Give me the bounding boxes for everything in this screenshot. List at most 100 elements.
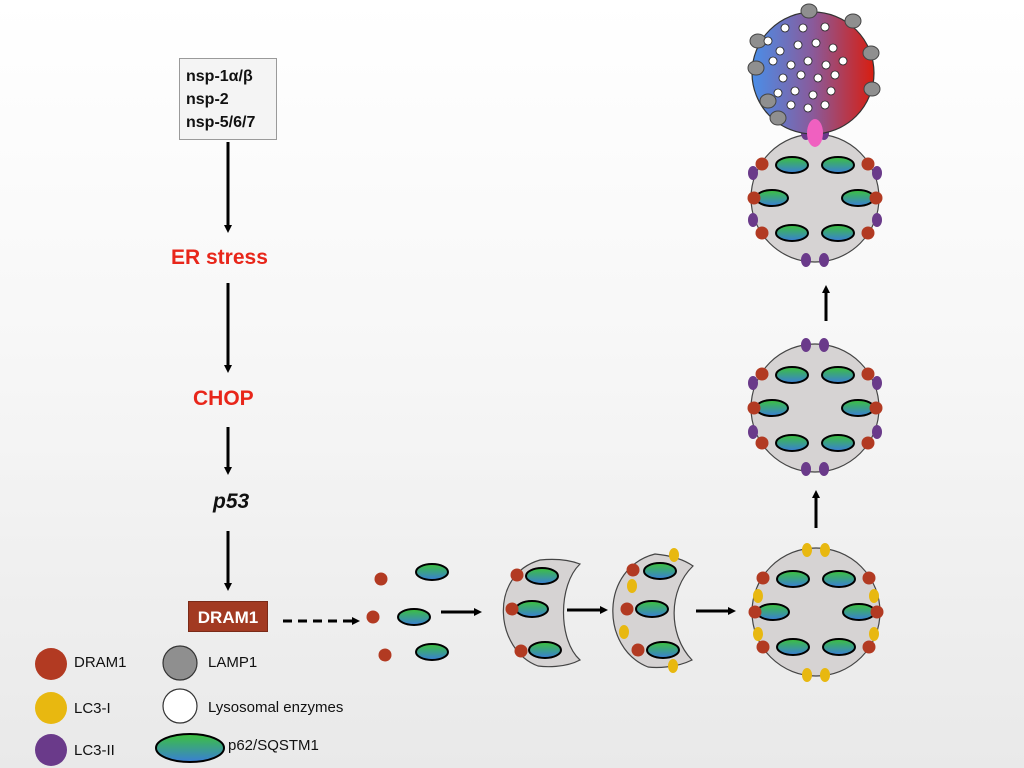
p62-cargo — [755, 399, 789, 417]
p62-cargo — [842, 603, 876, 621]
lc3-i-dot — [802, 543, 812, 557]
p62-cargo — [515, 600, 549, 618]
dram1-dot — [870, 605, 884, 619]
legend-lc3-2-swatch — [35, 734, 67, 766]
dram1-dot — [631, 643, 645, 657]
dram1-dot — [861, 367, 875, 381]
p62-cargo — [756, 603, 790, 621]
lysosomal-enzyme — [830, 70, 840, 80]
dram1-dot — [756, 571, 770, 585]
p62-cargo — [776, 570, 810, 588]
legend-dram1-swatch — [35, 648, 67, 680]
p62-cargo — [775, 156, 809, 174]
lc3-ii-dot — [748, 425, 758, 439]
lc3-i-dot — [753, 627, 763, 641]
lc3-ii-dot — [872, 213, 882, 227]
lysosomal-enzyme — [811, 38, 821, 48]
lc3-ii-dot — [801, 253, 811, 267]
dram1-dot — [862, 640, 876, 654]
p62-cargo — [397, 608, 431, 626]
lysosomal-enzyme — [813, 73, 823, 83]
lc3-ii-dot — [872, 166, 882, 180]
lysosomal-enzyme — [803, 103, 813, 113]
lysosomal-enzyme — [826, 86, 836, 96]
lc3-i-dot — [619, 625, 629, 639]
lysosomal-enzyme — [773, 88, 783, 98]
p62-cargo — [822, 638, 856, 656]
dram1-box: DRAM1 — [188, 601, 268, 632]
dram1-dot — [755, 157, 769, 171]
p62-cargo — [775, 366, 809, 384]
lc3-i-dot — [753, 589, 763, 603]
p62-cargo — [775, 434, 809, 452]
p62-cargo — [646, 641, 680, 659]
lysosomal-enzyme — [768, 56, 778, 66]
legend-p62-label: p62/SQSTM1 — [228, 737, 319, 754]
lamp1-protein — [749, 33, 767, 49]
lc3-i-dot — [820, 543, 830, 557]
lc3-i-dot — [820, 668, 830, 682]
lysosomal-enzyme — [778, 73, 788, 83]
nsp-1-label: nsp-1α/β — [186, 68, 253, 85]
lc3-ii-dot — [801, 338, 811, 352]
p62-cargo — [841, 189, 875, 207]
lc3-ii-dot — [748, 376, 758, 390]
lamp1-protein — [759, 93, 777, 109]
lysosomal-enzyme — [798, 23, 808, 33]
legend-lc3-2-label: LC3-II — [74, 742, 115, 759]
dram1-dot — [366, 610, 380, 624]
p62-cargo — [776, 638, 810, 656]
dram1-dot — [861, 157, 875, 171]
lysosomal-enzyme — [796, 70, 806, 80]
dram1-dot — [861, 436, 875, 450]
dram1-dot — [862, 571, 876, 585]
lysosomal-enzyme — [821, 60, 831, 70]
lysosomal-enzyme — [838, 56, 848, 66]
dram1-dot — [755, 367, 769, 381]
lysosomal-enzyme — [786, 100, 796, 110]
p62-cargo — [841, 399, 875, 417]
lc3-ii-dot — [819, 462, 829, 476]
p62-cargo — [821, 224, 855, 242]
lysosomal-enzyme — [820, 22, 830, 32]
lysosomal-enzyme — [786, 60, 796, 70]
dram1-dot — [505, 602, 519, 616]
legend-lc3-1-swatch — [35, 692, 67, 724]
lamp1-protein — [844, 13, 862, 29]
lysosomal-enzyme — [780, 23, 790, 33]
p62-cargo — [821, 366, 855, 384]
lc3-i-dot — [869, 627, 879, 641]
lc3-ii-dot — [819, 338, 829, 352]
lysosomal-enzyme — [803, 56, 813, 66]
dram1-dot — [510, 568, 524, 582]
lysosomal-enzyme — [828, 43, 838, 53]
lc3-ii-dot — [819, 253, 829, 267]
dram1-dot — [747, 401, 761, 415]
dram1-dot — [626, 563, 640, 577]
lc3-i-dot — [669, 548, 679, 562]
fusion-site — [807, 119, 823, 147]
dram1-dot — [374, 572, 388, 586]
lc3-ii-dot — [748, 166, 758, 180]
lc3-i-dot — [668, 659, 678, 673]
nsp-5-6-7-label: nsp-5/6/7 — [186, 114, 256, 131]
lysosomal-enzyme — [808, 90, 818, 100]
legend-enzyme-swatch — [162, 688, 198, 724]
lc3-i-dot — [802, 668, 812, 682]
chop-label: CHOP — [193, 387, 254, 410]
p62-cargo — [415, 563, 449, 581]
dram1-dot — [620, 602, 634, 616]
p62-cargo — [643, 562, 677, 580]
lamp1-protein — [747, 60, 765, 76]
lysosomal-enzyme — [775, 46, 785, 56]
dram1-dot — [869, 191, 883, 205]
dram1-dot — [861, 226, 875, 240]
dram1-dot — [755, 436, 769, 450]
legend-lamp1-swatch — [162, 645, 198, 681]
dram1-dot — [755, 226, 769, 240]
lc3-ii-dot — [801, 462, 811, 476]
er-stress-label: ER stress — [171, 246, 268, 269]
p62-cargo — [415, 643, 449, 661]
legend-lysosomal-enzymes-label: Lysosomal enzymes — [208, 699, 344, 716]
